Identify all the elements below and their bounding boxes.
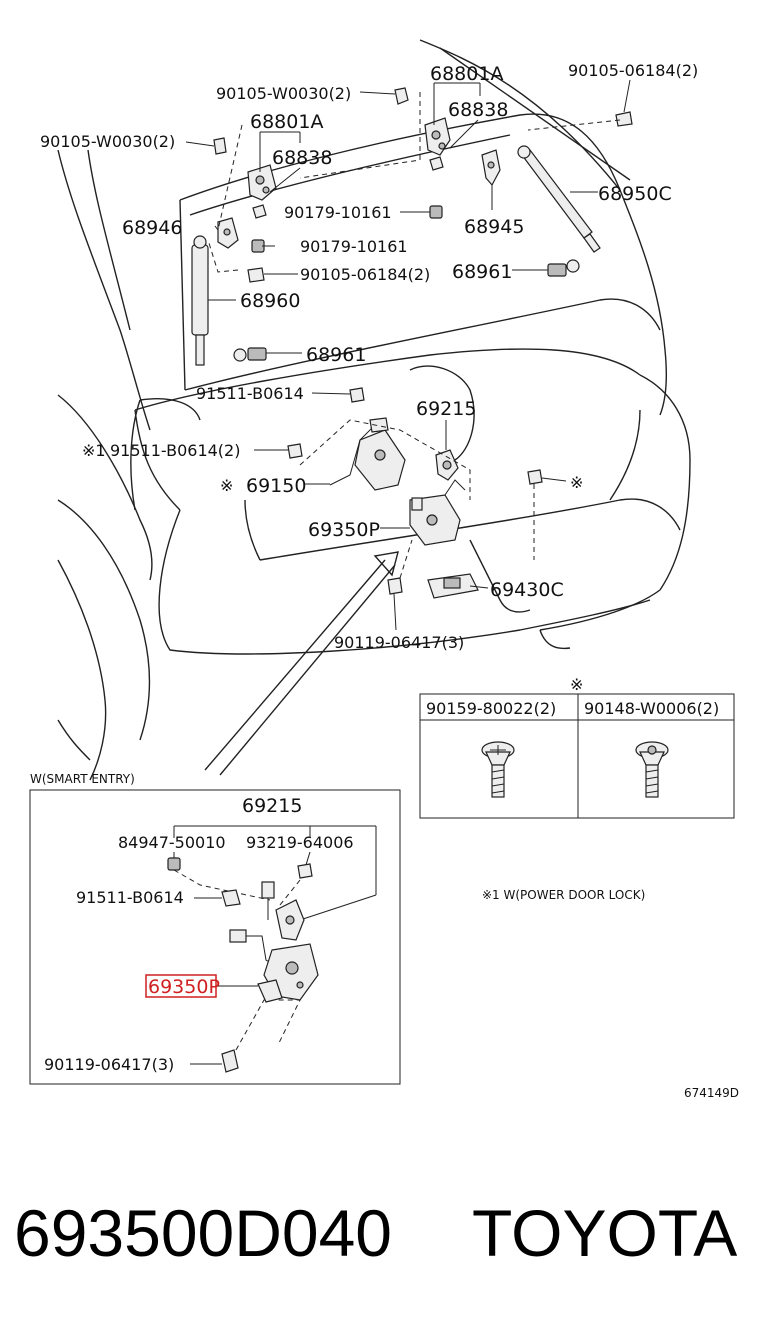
hinge-stopper-68946	[217, 217, 239, 249]
note-power-door-lock: ※1 W(POWER DOOR LOCK)	[482, 888, 645, 902]
label-90105-06184-mid: 90105-06184(2)	[300, 265, 430, 284]
label-68801A-left: 68801A	[250, 111, 323, 133]
inset-bolt	[221, 1049, 239, 1073]
lamp-69430C	[427, 573, 479, 599]
stopper-68945	[481, 149, 501, 187]
label-68961-left: 68961	[306, 344, 366, 366]
ball-studs-68961	[233, 259, 580, 362]
mark-ref-screw: ※	[570, 473, 583, 492]
label-90105-06184-top: 90105-06184(2)	[568, 61, 698, 80]
mark-ref1-screw: ※1	[82, 441, 106, 460]
label-69430C: 69430C	[490, 579, 564, 601]
label-90119-06417: 90119-06417(3)	[334, 633, 464, 652]
vehicle-body-outline	[57, 39, 691, 781]
inset-label-69350P-highlight: 69350P	[148, 976, 220, 998]
inset-label-91511-B0614: 91511-B0614	[76, 888, 184, 907]
inset-screw	[221, 889, 241, 907]
label-91511-B0614: 91511-B0614	[196, 384, 304, 403]
footer-brand: TOYOTA	[472, 1196, 737, 1270]
inset-nut	[167, 857, 181, 871]
label-68960: 68960	[240, 290, 300, 312]
torx-screw-icon	[635, 741, 669, 798]
inset-label-90119-06417: 90119-06417(3)	[44, 1055, 174, 1074]
screw-table-mark: ※	[570, 675, 583, 694]
inset-switch-69215	[275, 899, 305, 941]
label-68945: 68945	[464, 216, 524, 238]
left-gas-strut	[191, 235, 209, 366]
right-hinge	[424, 117, 451, 171]
screw-table-col1: 90159-80022(2)	[426, 699, 556, 718]
fastener-labels: 90105-W0030(2) 90105-W0030(2) 90105-0618…	[40, 61, 698, 652]
label-68838-right: 68838	[448, 99, 508, 121]
inset-clip	[297, 863, 313, 879]
label-68961-right: 68961	[452, 261, 512, 283]
smart-entry-inset: W(SMART ENTRY) 69215 84947-50010 93219-6…	[29, 772, 401, 1085]
label-68950C: 68950C	[598, 183, 672, 205]
inset-label-84947-50010: 84947-50010	[118, 833, 226, 852]
leader-lines	[185, 79, 631, 631]
label-91511-B0614-2: 91511-B0614(2)	[110, 441, 240, 460]
screw-table-col2: 90148-W0006(2)	[584, 699, 719, 718]
label-90105-W0030-left: 90105-W0030(2)	[40, 132, 175, 151]
footer-part-number: 693500D040	[14, 1196, 392, 1270]
inset-label-69215: 69215	[242, 795, 302, 817]
label-68838-left: 68838	[272, 147, 332, 169]
label-68946: 68946	[122, 217, 182, 239]
screw-table: ※ 90159-80022(2) 90148-W0006(2)	[419, 675, 735, 819]
lock-rod-69150	[329, 417, 406, 491]
label-69350P: 69350P	[308, 519, 380, 541]
mark-ref-69150: ※	[220, 476, 233, 495]
label-90179-10161-b: 90179-10161	[300, 237, 408, 256]
label-90105-W0030-top: 90105-W0030(2)	[216, 84, 351, 103]
inset-lock-assembly	[257, 943, 319, 1003]
phillips-screw-icon	[481, 741, 515, 798]
part-labels: 68801A 68838 68801A 68838 68950C 68946 6…	[122, 63, 672, 601]
bolts	[213, 87, 633, 595]
smart-entry-title: W(SMART ENTRY)	[30, 772, 135, 786]
label-69150: 69150	[246, 475, 306, 497]
inset-highlight-box	[145, 974, 217, 998]
lock-assembly-69350P	[409, 479, 466, 546]
inset-connector	[261, 881, 275, 920]
switch-69215	[435, 449, 459, 481]
left-hinge	[247, 164, 277, 219]
label-68801A-right: 68801A	[430, 63, 503, 85]
right-gas-strut	[517, 145, 601, 253]
inset-label-93219-64006: 93219-64006	[246, 833, 354, 852]
diagram-id: 674149D	[684, 1086, 739, 1100]
label-69215: 69215	[416, 398, 476, 420]
label-90179-10161-a: 90179-10161	[284, 203, 392, 222]
